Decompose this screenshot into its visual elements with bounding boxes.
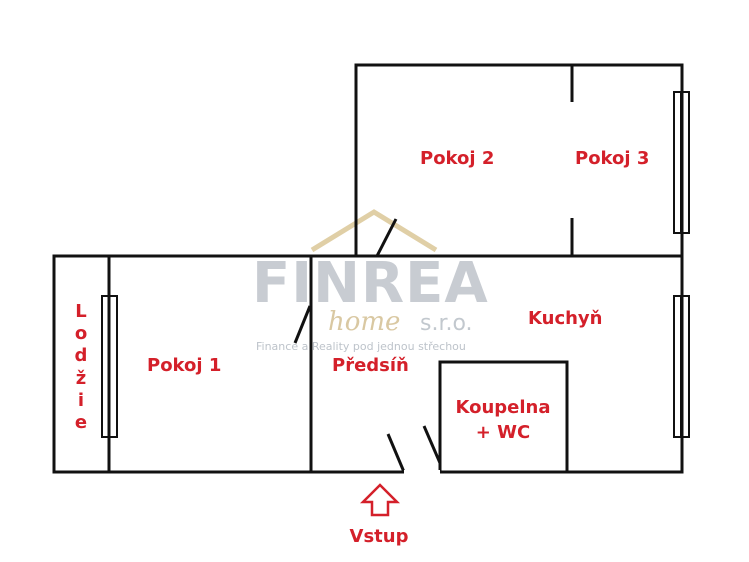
door-koupelna (422, 425, 442, 464)
door-pokoj2 (375, 218, 398, 257)
label-pokoj3: Pokoj 3 (575, 148, 649, 169)
lodzie-letter: o (75, 323, 87, 344)
label-pokoj1: Pokoj 1 (147, 355, 221, 376)
watermark-company: s.r.o. (420, 311, 473, 336)
label-koupelna: Koupelna (455, 397, 550, 418)
lodzie-letter: e (75, 412, 87, 433)
watermark-brand: FINREA (252, 251, 489, 316)
watermark-home: home (328, 307, 400, 337)
label-vstup: Vstup (350, 526, 409, 547)
watermark-roof-icon (310, 209, 438, 253)
lodzie-letter: ž (76, 368, 86, 389)
label-lodzie: L o d ž i e (75, 301, 88, 433)
door-entrance (386, 433, 406, 473)
lodzie-letter: L (75, 301, 86, 322)
label-wc: + WC (476, 422, 530, 443)
watermark-logo: FINREA home s.r.o. Finance a Reality pod… (252, 209, 489, 353)
door-pokoj1 (293, 305, 312, 344)
doors (293, 218, 442, 474)
label-kuchyn: Kuchyň (528, 308, 602, 329)
label-predsin: Předsíň (332, 355, 409, 376)
entrance-arrow-icon (359, 483, 401, 517)
watermark-tagline: Finance a Reality pod jednou střechou (256, 340, 466, 353)
label-pokoj2: Pokoj 2 (420, 148, 494, 169)
lodzie-letter: d (75, 345, 88, 366)
windows (101, 91, 690, 438)
lodzie-letter: i (78, 390, 84, 411)
